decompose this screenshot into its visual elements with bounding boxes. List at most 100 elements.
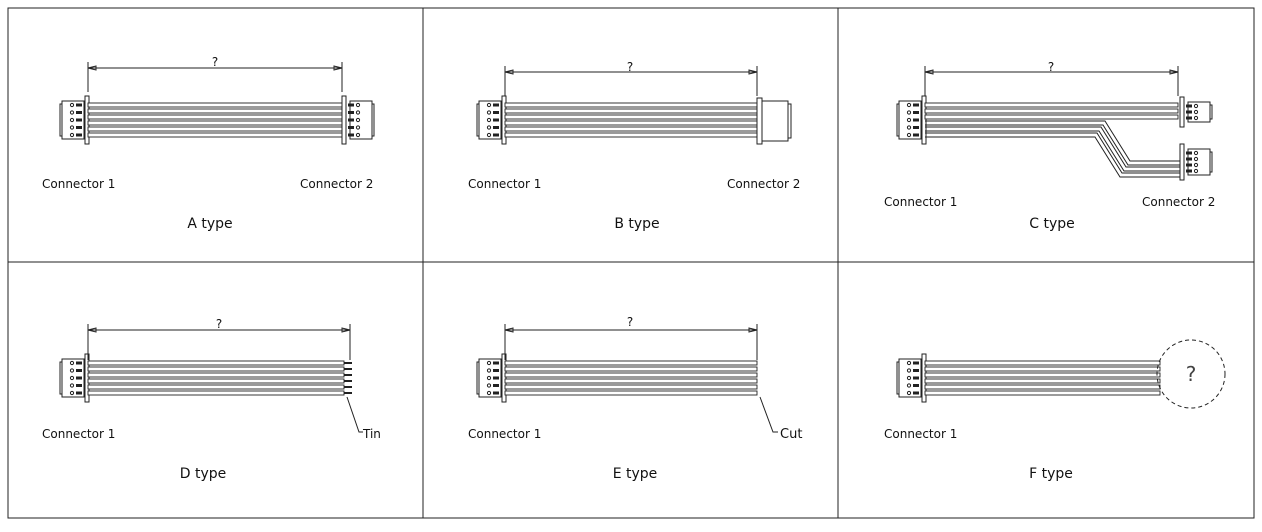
connector-back — [59, 361, 63, 395]
wire — [924, 372, 1161, 378]
connector-pin — [1186, 151, 1192, 155]
connector-1-label: Connector 1 — [468, 177, 541, 191]
wire — [924, 114, 1179, 120]
connector-flange — [921, 353, 927, 403]
connector-flange — [1179, 143, 1185, 181]
ribbon-cable — [87, 360, 345, 396]
connector-pin — [493, 111, 499, 114]
wire — [504, 372, 758, 378]
connector-pin — [1186, 110, 1192, 114]
connector-pin — [493, 384, 499, 387]
connector-pin — [1186, 116, 1192, 120]
connector-pin — [1186, 104, 1192, 108]
ribbon-cable — [87, 102, 343, 138]
wire — [87, 384, 345, 390]
wire — [925, 136, 1180, 178]
connector-1-label: Connector 1 — [884, 427, 957, 441]
tin-leader — [346, 396, 363, 433]
connector-pin-contact — [486, 125, 492, 130]
connector-pin-contact — [486, 102, 492, 108]
connector-flange — [921, 95, 927, 145]
connector-pin — [76, 126, 82, 129]
connector-pin-contact — [1193, 168, 1199, 174]
connector-pin-contact — [355, 132, 361, 138]
connector-pin-contact — [355, 117, 361, 123]
wire — [504, 132, 758, 138]
wire — [925, 130, 1180, 172]
wire — [504, 114, 758, 120]
wire — [504, 384, 758, 390]
connector-1 — [59, 353, 90, 403]
wire — [504, 360, 758, 366]
wire — [925, 126, 1180, 168]
connector-pin — [76, 376, 82, 380]
connector-pin — [1186, 169, 1192, 173]
connector-pin — [76, 133, 82, 137]
connector-pin — [76, 361, 82, 365]
connector-pin — [348, 126, 354, 129]
wire — [924, 360, 1161, 366]
connector-pin-contact — [486, 383, 492, 388]
cut-leader — [759, 396, 778, 433]
dimension-arrowheads — [87, 65, 343, 71]
connector-pin-contact — [69, 375, 75, 381]
connector-2a — [1179, 96, 1213, 128]
type-label: D type — [180, 466, 227, 482]
connector-pin — [493, 103, 499, 107]
connector-pin-contact — [486, 360, 492, 366]
connector-pin-contact — [906, 360, 912, 366]
connector-pin-contact — [486, 132, 492, 138]
connector-pin — [348, 103, 354, 107]
connector-pin-contact — [486, 110, 492, 115]
connector-1-label: Connector 1 — [42, 177, 115, 191]
panel-b: ? Connector 1 Connector 2 B type — [468, 60, 800, 232]
connector-pin-contact — [1193, 109, 1199, 115]
wire — [504, 108, 758, 114]
panel-f: ? Connector 1 F type — [884, 339, 1226, 482]
wire — [924, 378, 1161, 384]
connector-pin-contact — [906, 132, 912, 138]
connector-pin-contact — [906, 383, 912, 388]
connector-flange — [84, 353, 90, 403]
type-label: C type — [1029, 216, 1075, 232]
connector-2b — [1179, 143, 1213, 181]
connector-flange — [1179, 96, 1185, 128]
connector-pin — [913, 376, 919, 380]
connector-flange — [501, 353, 507, 403]
wire — [925, 124, 1180, 166]
connector-pin — [76, 118, 82, 122]
wire — [925, 120, 1180, 162]
panel-a: ? Connector 1 Connector 2 A type — [42, 55, 373, 232]
type-label: F type — [1029, 466, 1073, 482]
wire — [87, 126, 343, 132]
outer-border — [7, 7, 1255, 519]
connector-pin-contact — [1193, 150, 1199, 156]
wire — [87, 120, 343, 126]
connector-pin — [348, 133, 354, 137]
connector-pin — [1186, 163, 1192, 167]
wire — [924, 390, 1161, 396]
connector-pin-contact — [906, 125, 912, 130]
type-label: E type — [613, 466, 658, 482]
connector-pin — [1186, 157, 1192, 161]
ribbon-cable-branch-1 — [924, 102, 1179, 120]
wire — [87, 378, 345, 384]
connector-flange — [501, 95, 507, 145]
wire — [87, 102, 343, 108]
connector-2-body — [761, 100, 789, 142]
connector-pin — [348, 111, 354, 114]
wire — [504, 102, 758, 108]
unspecified-end-circle — [1156, 339, 1226, 409]
connector-flange — [341, 95, 347, 145]
ribbon-cable — [504, 360, 758, 396]
tinned-end — [344, 392, 352, 394]
connector-back — [371, 103, 375, 137]
panel-c: ? Connector 1 Connector 2 C type — [884, 60, 1215, 232]
connector-pin-contact — [486, 117, 492, 123]
connector-pin — [76, 103, 82, 107]
connector-pin-contact — [906, 110, 912, 115]
dimension-label: ? — [627, 315, 633, 329]
connector-pin-contact — [355, 125, 361, 130]
wire — [504, 120, 758, 126]
